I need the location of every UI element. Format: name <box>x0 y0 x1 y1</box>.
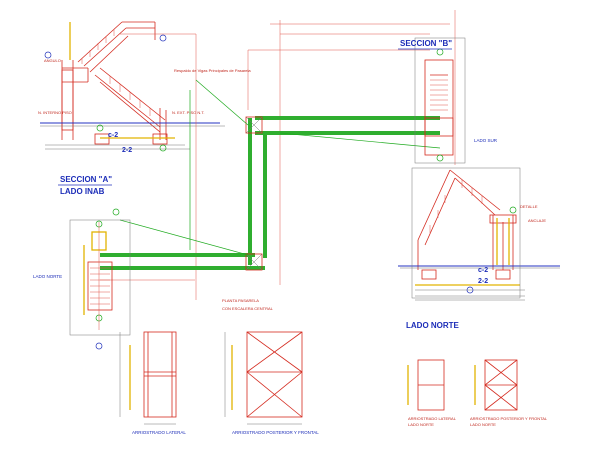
note-nivel-right: N. EXT. PISO N.T. <box>172 110 204 115</box>
planta-subtitle: CON ESCALERA CENTRAL <box>222 306 274 311</box>
section-a-title: SECCION "A" <box>60 175 112 184</box>
left-plan-stair <box>69 208 131 350</box>
lado-sur-label: LADO SUR <box>474 138 498 143</box>
caption-arriostrado-posterior: ARRIOSTRADO POSTERIOR Y FRONTAL <box>232 430 319 435</box>
small-caption-1b: LADO NORTE <box>408 422 434 427</box>
bracing-small-details <box>407 359 518 411</box>
bracing-front-detail <box>224 331 303 425</box>
planta-title: PLANTA PASARELA <box>222 298 259 303</box>
note-detalle: DETALLE <box>520 204 538 209</box>
axis-c2-right: c-2 <box>478 267 488 274</box>
section-b-title: SECCION "B" <box>400 39 452 48</box>
note-angulo: ANGULO <box>44 58 61 63</box>
axis-22-left: 2-2 <box>122 147 132 154</box>
axis-c2-left: c-2 <box>108 132 118 139</box>
note-nivel-left: N. INTERNO PISO <box>38 110 72 115</box>
axis-22-right: 2-2 <box>478 278 488 285</box>
section-b-subtitle: LADO NORTE <box>406 321 460 330</box>
bracing-lateral-detail <box>119 331 177 425</box>
section-a-subtitle: LADO INAB <box>60 187 105 196</box>
section-a-stair <box>40 21 225 152</box>
small-caption-2: ARRIOSTRADO POSTERIOR Y FRONTAL <box>470 416 548 421</box>
small-caption-1: ARRIOSTRADO LATERAL <box>408 416 457 421</box>
caption-arriostrado-lateral: ARRIOSTRADO LATERAL <box>132 430 186 435</box>
section-b-stair <box>398 37 560 301</box>
bridge-plan <box>100 10 456 300</box>
small-caption-2b: LADO NORTE <box>470 422 496 427</box>
note-anclaje: ANCLAJE <box>528 218 546 223</box>
lado-norte-left-label: LADO NORTE <box>33 274 62 279</box>
note-respaldo: Respaldo de Vigas Principales de Pasarel… <box>174 68 251 73</box>
